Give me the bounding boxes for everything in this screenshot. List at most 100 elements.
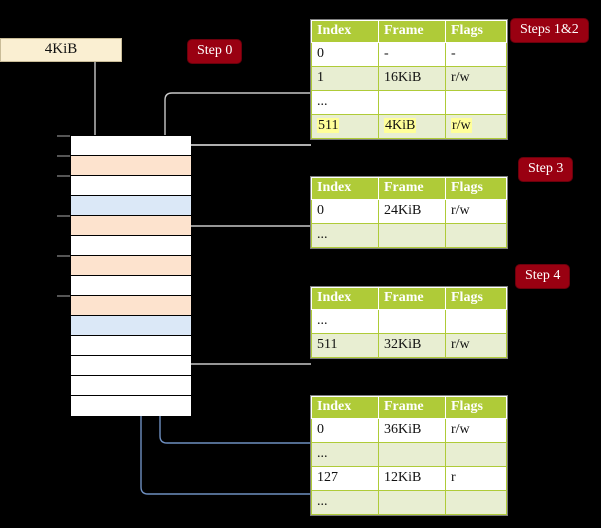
page-table-level-4: Index Frame Flags 0 36KiB r/w ... 127 12… bbox=[311, 396, 507, 515]
column-header-flags: Flags bbox=[445, 287, 507, 310]
badge-step-3-label: Step 3 bbox=[528, 161, 564, 176]
cell-index: ... bbox=[311, 223, 379, 248]
cell-flags: r/w bbox=[445, 418, 507, 443]
cell-index: 0 bbox=[311, 42, 379, 67]
memory-frame-row bbox=[71, 256, 191, 276]
cell-frame bbox=[378, 490, 446, 515]
table-row: 127 12KiB r bbox=[311, 466, 507, 491]
table-header-row: Index Frame Flags bbox=[311, 396, 507, 419]
cell-flags: r/w bbox=[445, 114, 507, 139]
table-header-row: Index Frame Flags bbox=[311, 20, 507, 43]
cell-frame bbox=[378, 90, 446, 115]
cell-index: ... bbox=[311, 309, 379, 334]
cell-index: ... bbox=[311, 442, 379, 467]
page-table-level-3: Index Frame Flags ... 511 32KiB r/w bbox=[311, 287, 507, 358]
cell-index: ... bbox=[311, 490, 379, 515]
cell-flags bbox=[445, 309, 507, 334]
cell-frame: 24KiB bbox=[378, 199, 446, 224]
badge-step-0: Step 0 bbox=[188, 40, 242, 63]
cell-flags: r/w bbox=[445, 66, 507, 91]
column-header-frame: Frame bbox=[378, 396, 446, 419]
badge-step-4: Step 4 bbox=[516, 265, 570, 288]
memory-frame-row bbox=[71, 356, 191, 376]
column-header-frame: Frame bbox=[378, 287, 446, 310]
table-row-highlighted: 511 4KiB r/w bbox=[311, 114, 507, 139]
cell-flags bbox=[445, 490, 507, 515]
cell-frame: 16KiB bbox=[378, 66, 446, 91]
cell-flags bbox=[445, 223, 507, 248]
cell-frame: 4KiB bbox=[378, 114, 446, 139]
cell-flags: r/w bbox=[445, 333, 507, 358]
memory-frame-row bbox=[71, 376, 191, 396]
cell-frame: - bbox=[378, 42, 446, 67]
page-box-4kib: 4KiB bbox=[0, 38, 122, 62]
cell-index: 0 bbox=[311, 418, 379, 443]
cell-index: 127 bbox=[311, 466, 379, 491]
table-header-row: Index Frame Flags bbox=[311, 287, 507, 310]
badge-steps-1-2: Steps 1&2 bbox=[511, 19, 588, 42]
column-header-flags: Flags bbox=[445, 20, 507, 43]
memory-frame-row bbox=[71, 336, 191, 356]
badge-steps-1-2-label: Steps 1&2 bbox=[520, 22, 579, 37]
memory-tick bbox=[57, 255, 70, 257]
memory-tick bbox=[57, 295, 70, 297]
page-table-level-1: Index Frame Flags 0 - - 1 16KiB r/w ... bbox=[311, 20, 507, 139]
memory-tick bbox=[57, 135, 70, 137]
table-row: 1 16KiB r/w bbox=[311, 66, 507, 91]
column-header-frame: Frame bbox=[378, 177, 446, 200]
cell-index-highlight: 511 bbox=[317, 118, 340, 133]
memory-frame-row bbox=[71, 296, 191, 316]
table-row: ... bbox=[311, 223, 507, 248]
cell-index: 511 bbox=[311, 333, 379, 358]
cell-flags: r/w bbox=[445, 199, 507, 224]
memory-frame-row bbox=[71, 216, 191, 236]
memory-tick bbox=[57, 215, 70, 217]
memory-frame-row bbox=[71, 316, 191, 336]
cell-frame: 36KiB bbox=[378, 418, 446, 443]
cell-flags-highlight: r/w bbox=[451, 118, 472, 133]
memory-column-frames bbox=[70, 135, 191, 416]
cell-frame bbox=[378, 309, 446, 334]
cell-index: 0 bbox=[311, 199, 379, 224]
column-header-index: Index bbox=[311, 396, 379, 419]
memory-frame-row bbox=[71, 196, 191, 216]
table-row: 0 24KiB r/w bbox=[311, 199, 507, 224]
column-header-flags: Flags bbox=[445, 396, 507, 419]
table-row: 511 32KiB r/w bbox=[311, 333, 507, 358]
memory-tick bbox=[57, 175, 70, 177]
memory-frame-row bbox=[71, 276, 191, 296]
table-header-row: Index Frame Flags bbox=[311, 177, 507, 200]
memory-frame-row bbox=[71, 176, 191, 196]
cell-frame-highlight: 4KiB bbox=[384, 118, 417, 133]
memory-frame-row bbox=[71, 156, 191, 176]
table-row: ... bbox=[311, 490, 507, 515]
cell-frame: 32KiB bbox=[378, 333, 446, 358]
column-header-flags: Flags bbox=[445, 177, 507, 200]
memory-frame-row bbox=[71, 236, 191, 256]
table-row: ... bbox=[311, 442, 507, 467]
cell-flags: - bbox=[445, 42, 507, 67]
page-table-level-2: Index Frame Flags 0 24KiB r/w ... bbox=[311, 177, 507, 248]
cell-index: 511 bbox=[311, 114, 379, 139]
cell-flags bbox=[445, 442, 507, 467]
memory-frame-row bbox=[71, 136, 191, 156]
cell-frame bbox=[378, 223, 446, 248]
badge-step-0-label: Step 0 bbox=[197, 43, 233, 58]
cell-flags: r bbox=[445, 466, 507, 491]
badge-step-4-label: Step 4 bbox=[525, 268, 561, 283]
cell-index: 1 bbox=[311, 66, 379, 91]
table-row: 0 - - bbox=[311, 42, 507, 67]
table-row: ... bbox=[311, 90, 507, 115]
cell-frame: 12KiB bbox=[378, 466, 446, 491]
cell-frame bbox=[378, 442, 446, 467]
badge-step-3: Step 3 bbox=[519, 158, 573, 181]
column-header-index: Index bbox=[311, 287, 379, 310]
memory-frame-row bbox=[71, 396, 191, 416]
memory-tick bbox=[57, 155, 70, 157]
table-row: 0 36KiB r/w bbox=[311, 418, 507, 443]
column-header-index: Index bbox=[311, 177, 379, 200]
page-box-label: 4KiB bbox=[44, 41, 78, 57]
cell-index: ... bbox=[311, 90, 379, 115]
cell-flags bbox=[445, 90, 507, 115]
